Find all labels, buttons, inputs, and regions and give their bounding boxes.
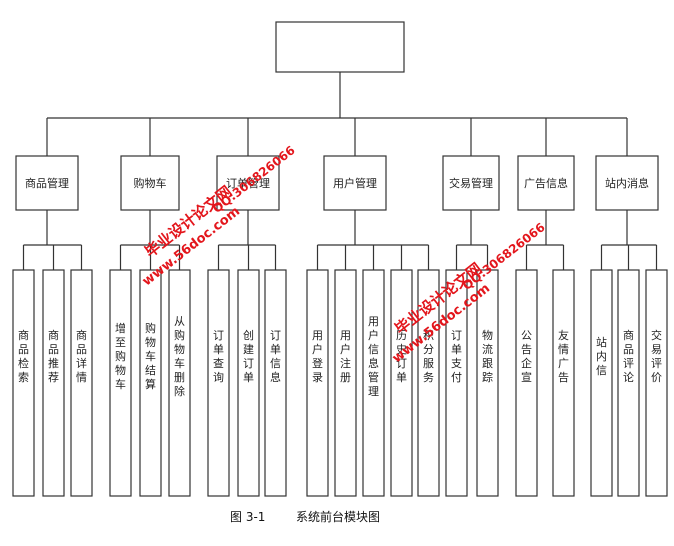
child-node (645, 269, 668, 497)
child-node (476, 269, 499, 497)
child-label: 用户信息管理 (368, 315, 379, 398)
module-label: 购物车 (134, 176, 167, 190)
child-label: 公告企宣 (521, 329, 532, 384)
child-node (552, 269, 575, 497)
child-label: 订单信息 (270, 329, 281, 384)
child-node (362, 269, 385, 497)
module-label: 商品管理 (25, 176, 69, 190)
module-node (442, 155, 500, 211)
child-node (168, 269, 191, 497)
child-label: 商品评论 (623, 328, 634, 384)
child-node (334, 269, 357, 497)
child-node (237, 269, 260, 497)
child-node (264, 269, 287, 497)
child-node (617, 269, 640, 497)
module-node (323, 155, 387, 211)
module-label: 用户管理 (333, 176, 377, 190)
child-label: 增至购物车 (115, 321, 126, 391)
child-node (390, 269, 413, 497)
module-label: 站内消息 (605, 176, 649, 190)
child-node (207, 269, 230, 497)
root-node (275, 21, 405, 73)
child-node (12, 269, 35, 497)
child-label: 友情广告 (558, 328, 569, 384)
module-label: 订单管理 (226, 176, 270, 190)
child-node (42, 269, 65, 497)
child-label: 购物车结算 (145, 321, 156, 391)
child-node (445, 269, 468, 497)
child-node (590, 269, 613, 497)
module-node (15, 155, 79, 211)
child-label: 历史订单 (396, 329, 407, 384)
module-label: 交易管理 (449, 176, 493, 190)
child-label: 从购物车删除 (174, 315, 185, 398)
child-label: 创建订单 (243, 329, 254, 384)
module-label: 广告信息 (524, 176, 568, 190)
child-label: 积分服务 (423, 329, 434, 384)
child-label: 用户注册 (340, 329, 351, 384)
child-label: 订单支付 (451, 329, 462, 384)
child-label: 物流跟踪 (482, 328, 493, 384)
module-node (216, 155, 280, 211)
child-label: 交易评价 (651, 328, 662, 384)
child-label: 商品推荐 (48, 328, 59, 384)
child-node (306, 269, 329, 497)
module-node (595, 155, 659, 211)
module-node (517, 155, 575, 211)
child-label: 订单查询 (213, 329, 224, 384)
child-node (70, 269, 93, 497)
child-node (515, 269, 538, 497)
child-label: 商品检索 (18, 328, 29, 384)
child-label: 站内信 (596, 335, 607, 377)
child-node (109, 269, 132, 497)
child-node (139, 269, 162, 497)
child-node (417, 269, 440, 497)
child-label: 商品详情 (76, 328, 87, 384)
child-label: 用户登录 (312, 329, 323, 384)
